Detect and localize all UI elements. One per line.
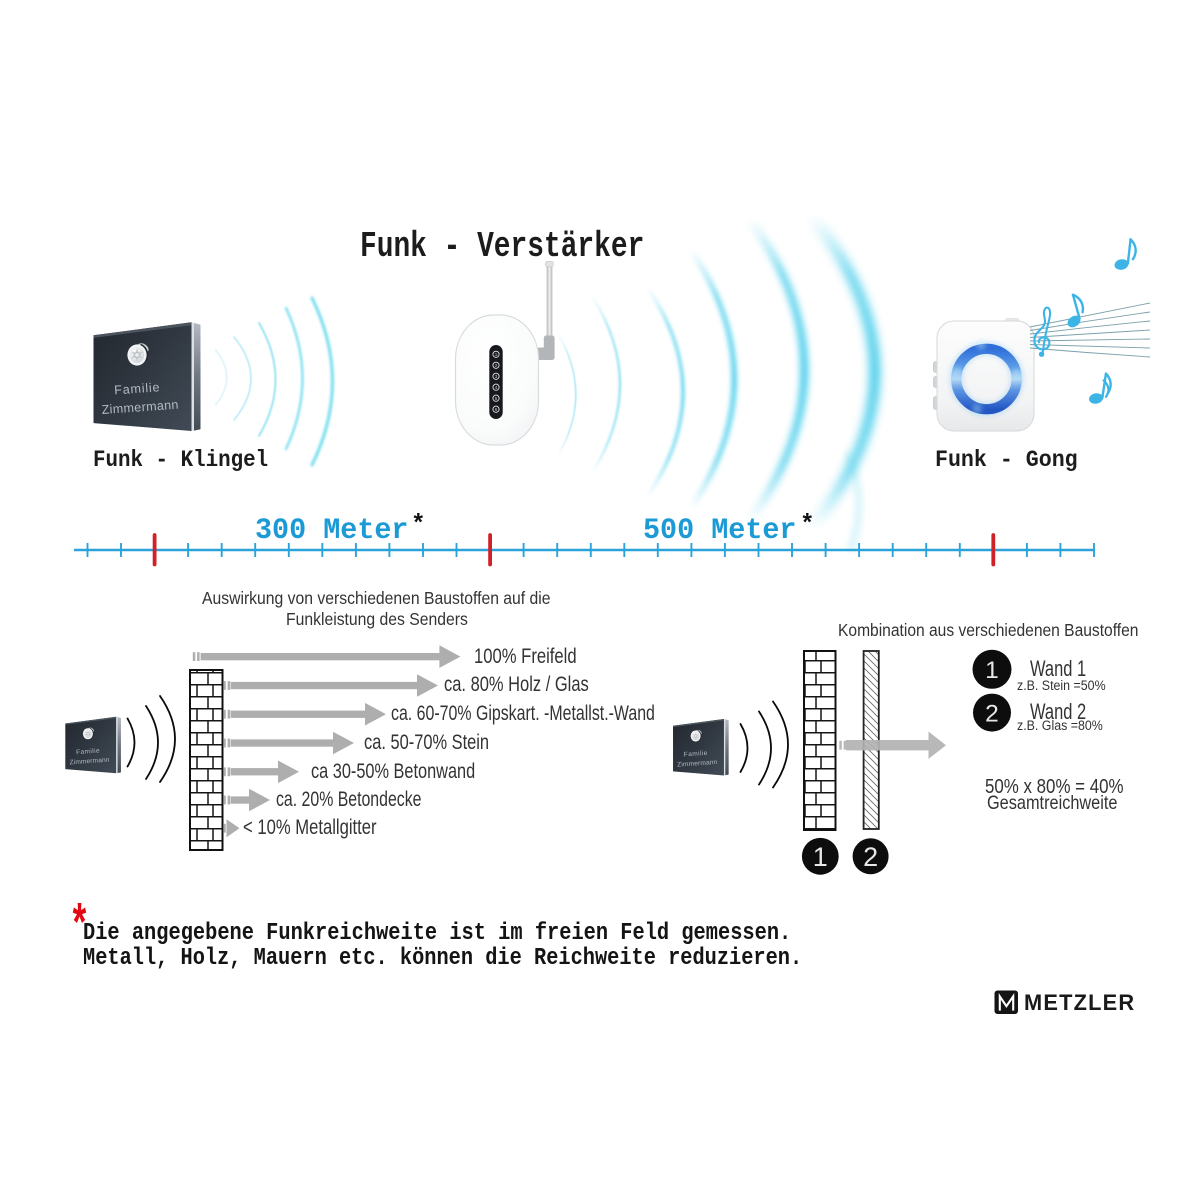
svg-text:6: 6 [495,407,498,412]
svg-text:Zimmermann: Zimmermann [101,398,179,417]
svg-text:2: 2 [495,363,498,368]
svg-text:1: 1 [495,352,498,357]
svg-text:1: 1 [985,657,999,684]
svg-text:5: 5 [495,396,498,401]
svg-text:Familie: Familie [114,380,161,397]
svg-text:4: 4 [495,385,498,390]
svg-text:1: 1 [813,842,828,872]
svg-text:2: 2 [985,700,999,727]
svg-text:2: 2 [863,842,878,872]
svg-text:3: 3 [495,374,498,379]
